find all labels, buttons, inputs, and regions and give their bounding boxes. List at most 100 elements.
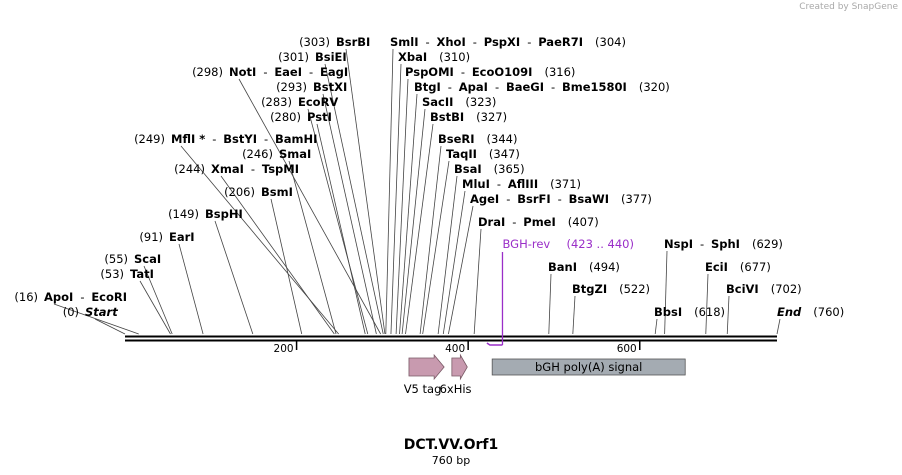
enzyme-position: (298): [192, 65, 223, 79]
leader-line-bcivi: [726, 295, 730, 335]
primer-range: (423 .. 440): [566, 237, 634, 251]
enzyme-position: (249): [134, 132, 165, 146]
name-separator: -: [212, 132, 216, 146]
enzyme-label-bsphi: (149)BspHI: [168, 207, 243, 221]
enzyme-name: EagI: [320, 65, 348, 79]
enzyme-label-ecii: EciI(677): [705, 260, 771, 274]
enzyme-name: BtgI: [414, 80, 441, 94]
name-separator: -: [251, 162, 255, 176]
enzyme-name: NotI: [229, 65, 256, 79]
enzyme-name: BseRI: [438, 132, 475, 146]
enzyme-name: BanI: [548, 260, 577, 274]
name-separator: -: [461, 65, 465, 79]
enzyme-name: BtgZI: [572, 282, 607, 296]
enzyme-position: (293): [276, 80, 307, 94]
enzyme-position: (246): [242, 147, 273, 161]
leader-line-start: [94, 318, 126, 335]
enzyme-position: (303): [299, 35, 330, 49]
leader-line-mlui-afliii: [442, 190, 466, 335]
leader-line-ecii: [705, 273, 709, 335]
enzyme-position: (283): [261, 95, 292, 109]
enzyme-name: EcoRI: [91, 290, 127, 304]
enzyme-label-scai: (55) ScaI: [104, 252, 161, 266]
leader-line-xmai-tspmi: [220, 175, 335, 335]
leader-line-taqii: [422, 160, 450, 335]
enzyme-position: (16): [14, 290, 38, 304]
name-separator: -: [426, 35, 430, 49]
feature-label-bgh-poly-a-signal: bGH poly(A) signal: [535, 360, 642, 374]
dna-backbone: [125, 335, 777, 342]
enzyme-label-bsai: BsaI(365): [454, 162, 525, 176]
enzyme-name: BstXI: [313, 80, 347, 94]
enzyme-position: (629): [752, 237, 783, 251]
enzyme-name: BsrBI: [336, 35, 370, 49]
enzyme-position: (0): [63, 305, 79, 319]
enzyme-name: PmeI: [523, 215, 556, 229]
enzyme-name: EcoO109I: [472, 65, 533, 79]
enzyme-name: ApaI: [459, 80, 488, 94]
enzyme-name: EciI: [705, 260, 728, 274]
enzyme-position: (522): [619, 282, 650, 296]
leader-line-bbsi: [654, 318, 658, 335]
enzyme-name: BciVI: [726, 282, 759, 296]
leader-line-xbai: [390, 63, 402, 335]
enzyme-name: BsiEI: [315, 50, 347, 64]
enzyme-position: (149): [168, 207, 199, 221]
leader-line-bseri: [419, 145, 442, 335]
enzyme-name: MluI: [462, 177, 490, 191]
enzyme-position: (310): [439, 50, 470, 64]
enzyme-name: ScaI: [134, 252, 161, 266]
leader-line-smli-xhoi-pspxi-paer7i: [385, 48, 394, 335]
name-separator: -: [309, 65, 313, 79]
enzyme-name: TspMI: [262, 162, 299, 176]
enzyme-label-drai-pmei: DraI-PmeI(407): [478, 215, 599, 229]
enzyme-name: EarI: [169, 230, 195, 244]
enzyme-position: (55): [104, 252, 128, 266]
enzyme-position: (702): [771, 282, 802, 296]
enzyme-name: PstI: [307, 110, 332, 124]
feature-arrow-v5-tag: [408, 353, 445, 381]
name-separator: -: [512, 215, 516, 229]
enzyme-position: (344): [487, 132, 518, 146]
enzyme-label-xmai-tspmi: (244)XmaI-TspMI: [174, 162, 299, 176]
enzyme-label-mfli-bstyi-bamhi: (249)MflI *-BstYI-BamHI: [134, 132, 317, 146]
enzyme-label-bcivi: BciVI (702): [726, 282, 802, 296]
enzyme-position: (347): [489, 147, 520, 161]
leader-line-drai-pmei: [473, 228, 482, 335]
enzyme-label-bsiei: (301) BsiEI: [278, 50, 347, 64]
leader-line-eari: [178, 243, 204, 335]
name-separator: -: [551, 80, 555, 94]
enzyme-name: BsrFI: [517, 192, 550, 206]
enzyme-label-tati: (53)TatI: [100, 267, 154, 281]
feature-arrow-6xhis: [451, 353, 468, 381]
enzyme-position: (244): [174, 162, 205, 176]
enzyme-name: SphI: [711, 237, 740, 251]
name-separator: -: [527, 35, 531, 49]
enzyme-label-smli-xhoi-pspxi-paer7i: SmlI-XhoI-PspXI-PaeR7I(304): [390, 35, 626, 49]
enzyme-label-taqii: TaqII (347): [446, 147, 520, 161]
name-separator: -: [558, 192, 562, 206]
leader-line-sacii: [401, 108, 426, 335]
enzyme-name: BsmI: [261, 185, 293, 199]
enzyme-name: TatI: [130, 267, 154, 281]
enzyme-name: MflI *: [171, 132, 205, 146]
enzyme-position: (301): [278, 50, 309, 64]
enzyme-name: NspI: [664, 237, 693, 251]
enzyme-name: XbaI: [398, 50, 427, 64]
enzyme-name: AgeI: [470, 192, 499, 206]
leader-line-bstxi: [322, 93, 377, 335]
enzyme-position: (407): [568, 215, 599, 229]
leader-line-tati: [139, 280, 171, 335]
enzyme-name: TaqII: [446, 147, 477, 161]
enzyme-label-btgi-apai-baegi-bme1580i: BtgI-ApaI-BaeGI-Bme1580I(320): [414, 80, 670, 94]
feature-box-bgh-poly-a-signal: [491, 358, 686, 376]
name-separator: -: [497, 177, 501, 191]
leader-line-ecorv: [307, 108, 369, 335]
leader-line-nspi-sphi: [664, 250, 668, 335]
enzyme-name: BsaI: [454, 162, 482, 176]
enzyme-label-pspomi-ecoo109i: PspOMI-EcoO109I(316): [405, 65, 575, 79]
enzyme-name: SacII: [422, 95, 453, 109]
